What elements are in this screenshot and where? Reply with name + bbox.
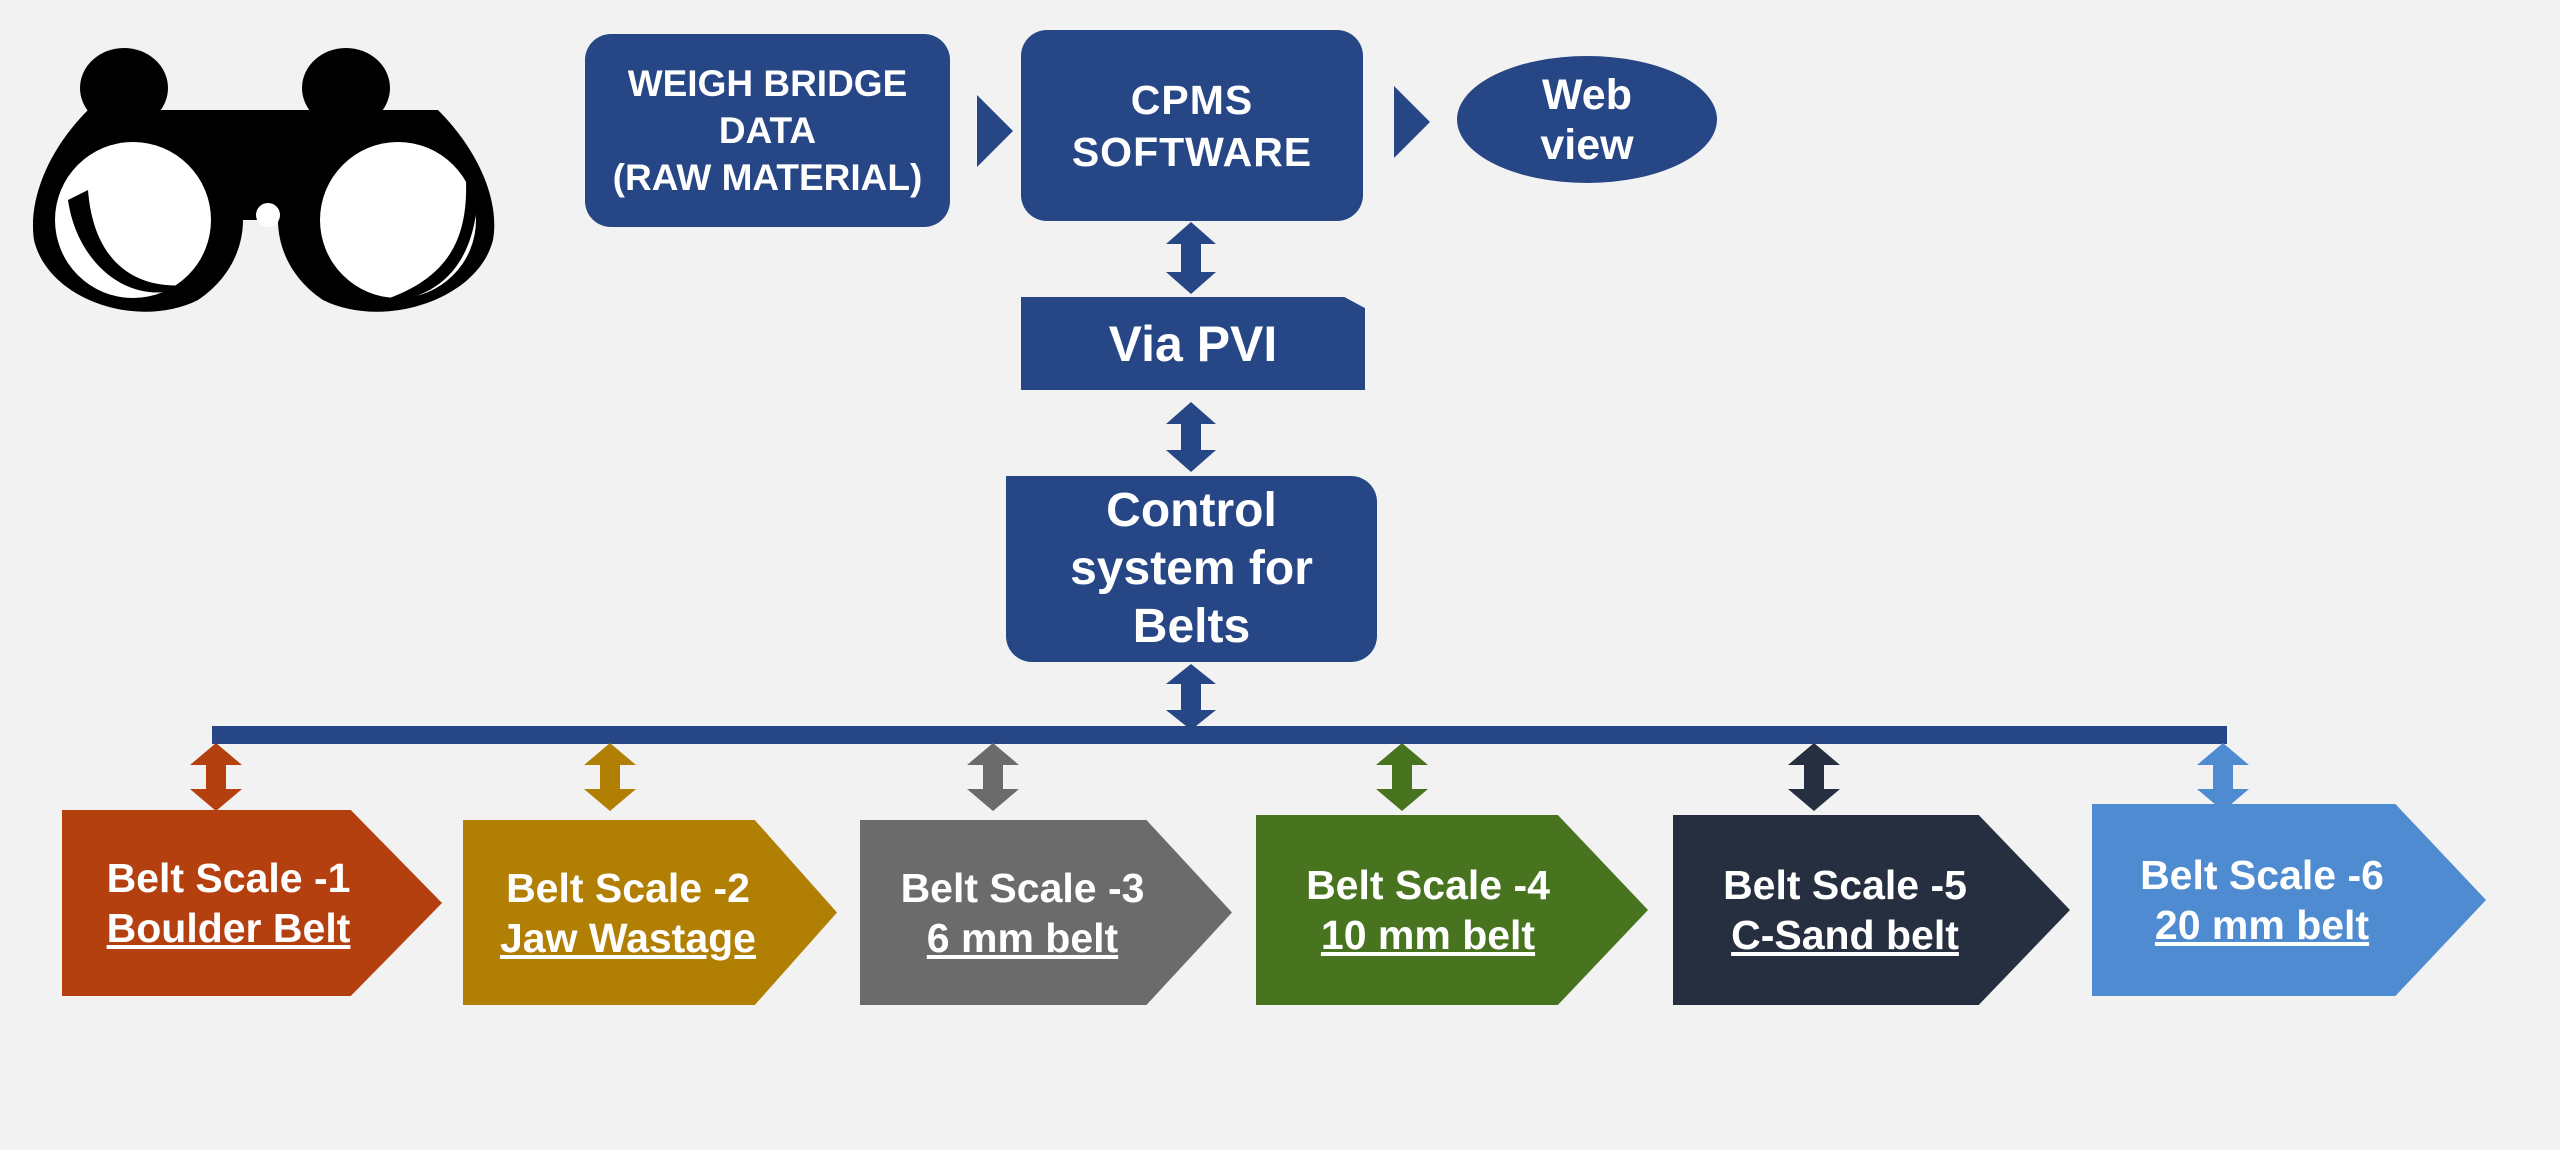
belt-scale-4-name: 10 mm belt xyxy=(1320,912,1536,958)
arrow-right-icon xyxy=(977,95,1013,167)
control-system-box: Control system for Belts xyxy=(1006,476,1377,662)
belt-connector-arrow-icon xyxy=(1788,743,1840,811)
belt-scale-4-shape: Belt Scale -4 10 mm belt xyxy=(1256,815,1648,1005)
belt-scale-6-title: Belt Scale -6 xyxy=(2140,852,2384,898)
belt-scale-5-name: C-Sand belt xyxy=(1731,912,1959,958)
belt-scale-5-shape: Belt Scale -5 C-Sand belt xyxy=(1673,815,2070,1005)
belt-scale-6-shape: Belt Scale -6 20 mm belt xyxy=(2092,804,2486,996)
belt-scale-1-title: Belt Scale -1 xyxy=(106,855,351,901)
via-pvi-label: Via PVI xyxy=(1108,315,1278,372)
weigh-bridge-line3: (RAW MATERIAL) xyxy=(612,157,923,198)
belt-scale-2-shape: Belt Scale -2 Jaw Wastage xyxy=(463,820,837,1005)
belt-scale-3-name: 6 mm belt xyxy=(926,914,1119,961)
belt-scale-2-name: Jaw Wastage xyxy=(500,914,756,961)
arrow-right-icon xyxy=(1394,86,1430,158)
double-arrow-icon xyxy=(1166,664,1216,730)
cpms-line2: SOFTWARE xyxy=(1071,128,1313,175)
distribution-bus-line xyxy=(212,726,2227,744)
via-pvi-box: Via PVI xyxy=(1021,297,1365,390)
belt-connector-arrow-icon xyxy=(584,743,636,811)
weigh-bridge-line2: DATA xyxy=(718,110,817,151)
cpms-software-box: CPMS SOFTWARE xyxy=(1021,30,1363,221)
web-view-ellipse: Web view xyxy=(1457,56,1717,183)
belt-connector-arrow-icon xyxy=(1376,743,1428,811)
belt-scale-2-title: Belt Scale -2 xyxy=(506,864,750,911)
belt-scale-1-name: Boulder Belt xyxy=(106,905,351,951)
binoculars-icon xyxy=(32,48,495,312)
web-view-line2: view xyxy=(1540,120,1634,169)
web-view-line1: Web xyxy=(1541,70,1632,119)
belt-scale-1-shape: Belt Scale -1 Boulder Belt xyxy=(62,810,442,996)
belt-connector-arrow-icon xyxy=(190,743,242,811)
belt-scale-4-title: Belt Scale -4 xyxy=(1306,862,1550,908)
belt-scale-3-title: Belt Scale -3 xyxy=(900,864,1145,911)
belt-scale-5-title: Belt Scale -5 xyxy=(1723,862,1967,908)
belt-scale-6-name: 20 mm belt xyxy=(2154,902,2370,948)
belt-connector-arrow-icon xyxy=(967,743,1019,811)
belt-connector-arrow-icon xyxy=(2197,743,2249,811)
cpms-line1: CPMS xyxy=(1130,76,1254,123)
weigh-bridge-box: WEIGH BRIDGE DATA (RAW MATERIAL) xyxy=(585,34,950,227)
control-line3: Belts xyxy=(1132,600,1251,653)
double-arrow-icon xyxy=(1166,222,1216,294)
belt-scale-3-shape: Belt Scale -3 6 mm belt xyxy=(860,820,1232,1005)
control-line2: system for xyxy=(1070,542,1313,595)
double-arrow-icon xyxy=(1166,402,1216,472)
control-line1: Control xyxy=(1106,484,1277,537)
weigh-bridge-line1: WEIGH BRIDGE xyxy=(627,63,908,104)
